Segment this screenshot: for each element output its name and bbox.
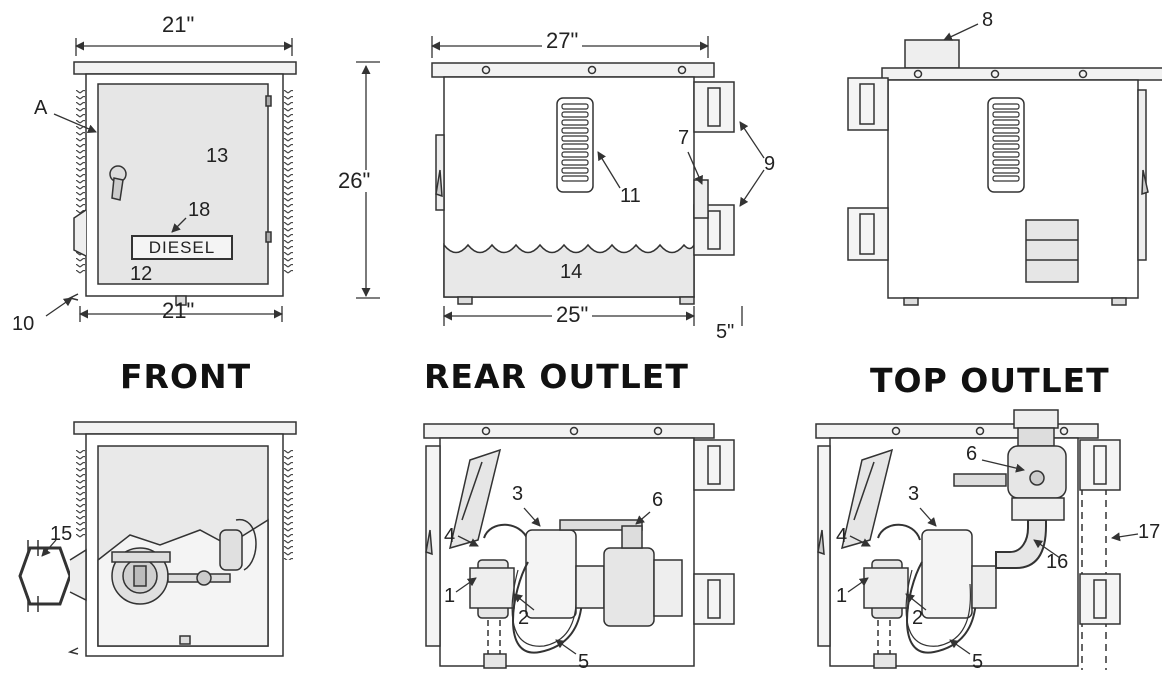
callout-12: 12: [130, 263, 153, 285]
rear-width-top-dimension: 27": [542, 30, 583, 52]
top-outlet-title: TOP OUTLET: [870, 361, 1110, 400]
callout-18: 18: [188, 199, 211, 221]
callout-8: 8: [982, 9, 994, 31]
front-open-dims: [41, 540, 56, 557]
callout-13: 13: [206, 145, 229, 167]
front-width-bottom-dimension: 21": [162, 298, 195, 323]
rear-open-view: [424, 424, 734, 668]
front-dims: [46, 38, 293, 322]
rear-open-dims: [456, 508, 650, 654]
front-open-view: [20, 422, 296, 656]
callout-5-rear: 5: [578, 651, 590, 673]
callout-10: 10: [12, 313, 35, 335]
callout-15: 15: [50, 523, 73, 545]
callout-7: 7: [678, 127, 690, 149]
callout-2-top: 2: [912, 607, 924, 629]
top-outlet-dims: [943, 24, 978, 41]
callout-a: A: [34, 97, 48, 119]
diesel-plate: DIESEL: [131, 235, 233, 260]
rear-depth-dimension: 5": [716, 321, 735, 343]
callout-1-rear: 1: [444, 585, 456, 607]
rear-width-bottom-dimension: 25": [552, 304, 593, 326]
callout-14: 14: [560, 261, 583, 283]
callout-16: 16: [1046, 551, 1069, 573]
front-width-top-dimension: 21": [162, 12, 195, 37]
height-dimension-label: 26": [338, 168, 371, 193]
callout-6-top: 6: [966, 443, 978, 465]
callout-4-top: 4: [836, 525, 848, 547]
callout-2-rear: 2: [518, 607, 530, 629]
top-open-dims: [848, 460, 1138, 654]
callout-11: 11: [620, 185, 641, 207]
callout-5-top: 5: [972, 651, 984, 673]
rear-outlet-view: [432, 63, 734, 304]
callout-6-rear: 6: [652, 489, 664, 511]
callout-3-top: 3: [908, 483, 920, 505]
callout-9: 9: [764, 153, 776, 175]
callout-4-rear: 4: [444, 525, 456, 547]
top-outlet-view: [848, 40, 1162, 305]
callout-3-rear: 3: [512, 483, 524, 505]
top-open-view: [816, 410, 1120, 670]
rear-outlet-title: REAR OUTLET: [424, 357, 689, 396]
callout-1-top: 1: [836, 585, 848, 607]
front-title: FRONT: [120, 357, 252, 396]
callout-17: 17: [1138, 521, 1161, 543]
front-view: [70, 62, 296, 305]
